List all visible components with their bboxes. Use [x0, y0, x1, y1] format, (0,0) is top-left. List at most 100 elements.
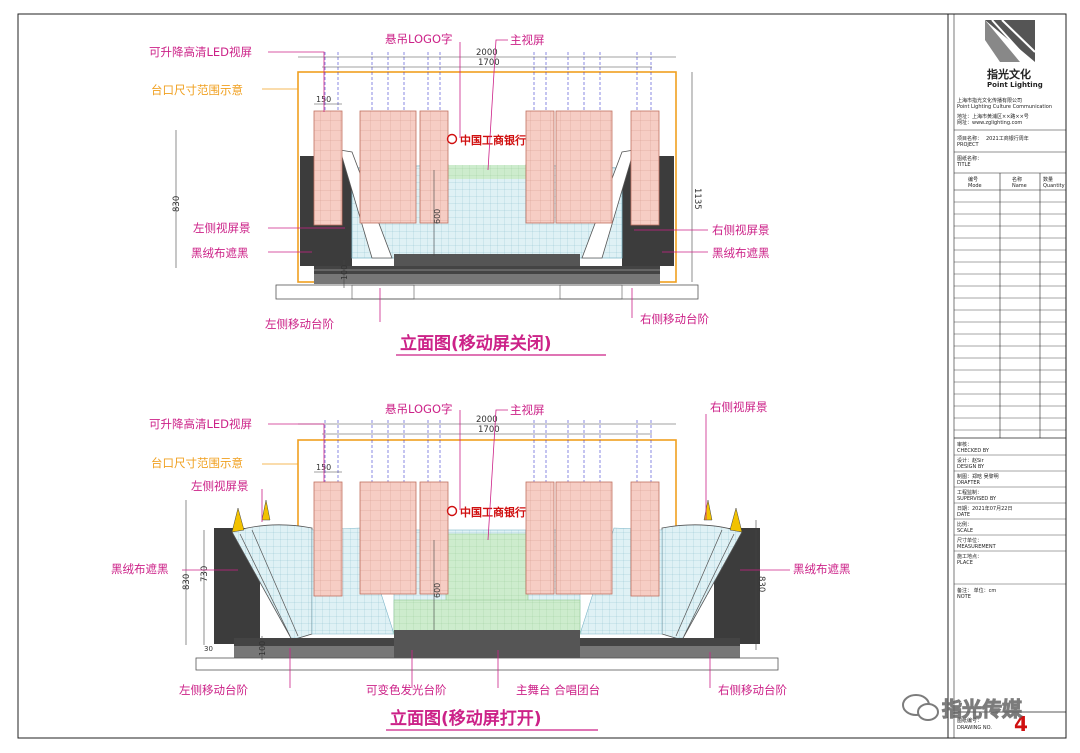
parts-table: 编号 Mode 名称 Name 数量 Quantity — [954, 173, 1066, 438]
company-cn: 上海市指光文化传播有限公司 — [957, 97, 1022, 104]
svg-text:DATE: DATE — [957, 512, 970, 518]
left-moving-steps — [234, 646, 394, 658]
svg-text:Mode: Mode — [968, 183, 982, 189]
label-logo-open: 悬吊LOGO字 — [385, 402, 453, 416]
dim-30: 30 — [204, 645, 213, 653]
label-right-screen-top: 右侧视屏景 — [710, 400, 768, 414]
table-header-name: 名称 — [1012, 176, 1022, 183]
svg-text:Name: Name — [1012, 183, 1027, 189]
brand-name: 指光文化 — [987, 67, 1031, 81]
elevation-closed-title: 立面图(移动屏关闭) — [400, 333, 552, 354]
drawing-no-en: DRAWING NO. — [957, 725, 992, 731]
field-place: 施工地点： — [957, 553, 982, 560]
main-stage-step — [394, 254, 580, 266]
dim-2000-open: 2000 — [476, 415, 498, 425]
label-left-screen: 左侧视屏景 — [193, 221, 251, 235]
label-main-screen-open: 主视屏 — [510, 403, 545, 417]
led-panels-open — [313, 481, 660, 597]
svg-text:Quantity: Quantity — [1043, 183, 1065, 189]
leader-lines-open — [182, 409, 790, 688]
bank-logo-text-open: 中国工商银行 — [460, 505, 526, 519]
field-scale: 比例： — [957, 521, 972, 528]
watermark-text: 指光传媒 — [942, 697, 1023, 721]
drawing-no-label: 图纸编号： — [957, 717, 982, 724]
title-block: 指光文化 Point Lighting 上海市指光文化传播有限公司 Point … — [947, 14, 1066, 738]
elevation-closed: 中国工商银行 2000 1700 150 830 1135 600 100 — [149, 32, 770, 356]
svg-text:NOTE: NOTE — [957, 594, 971, 600]
field-date: 日期：2021年07月22日 — [957, 505, 1012, 512]
brand-name-en: Point Lighting — [987, 81, 1043, 89]
svg-text:PLACE: PLACE — [957, 560, 973, 566]
label-left-screen-open: 左侧视屏景 — [191, 479, 249, 493]
dim-730: 730 — [200, 566, 210, 582]
drawing-number: 4 — [1014, 712, 1028, 736]
dim-100-open: 100 — [258, 641, 267, 656]
project-label: 项目名称： — [957, 135, 982, 142]
svg-text:DRAFTER: DRAFTER — [957, 480, 981, 486]
brand-logo-icon — [985, 19, 1036, 63]
field-checked: 审核： — [957, 441, 972, 448]
project-en: PROJECT — [957, 142, 980, 148]
project-name: 2021工商银行周年 — [986, 135, 1029, 142]
bank-logo: 中国工商银行 — [446, 133, 526, 147]
dim-1135: 1135 — [692, 188, 702, 210]
table-header-mode: 编号 — [968, 176, 978, 183]
company-website: 网址：www.zglighting.com — [957, 119, 1022, 126]
floor-line — [275, 284, 699, 300]
leader-lines — [268, 39, 708, 322]
dim-2000: 2000 — [476, 48, 498, 58]
field-measurement: 尺寸单位： — [957, 537, 982, 544]
floor-line-open — [195, 657, 779, 671]
led-panels — [313, 110, 660, 226]
label-logo: 悬吊LOGO字 — [385, 32, 453, 46]
dim-830: 830 — [172, 196, 182, 212]
top-green-panel — [448, 165, 526, 179]
field-design: 设计：赵Sir — [957, 457, 985, 464]
green-led-lower — [393, 599, 581, 635]
field-note: 备注： 单位：cm — [957, 587, 996, 594]
company-address: 地址：上海市黄浦区××路××号 — [957, 113, 1029, 120]
field-supervised: 工程监制： — [957, 489, 982, 496]
lower-step-2 — [314, 274, 660, 284]
svg-text:SCALE: SCALE — [957, 528, 973, 534]
watermark: 指光传媒 — [902, 694, 1023, 722]
label-right-black: 黑绒布遮黑 — [712, 246, 770, 260]
right-moving-steps — [580, 646, 740, 658]
title-block-fields: 审核： CHECKED BY 设计：赵Sir DESIGN BY 制图：郑晗 吴… — [957, 441, 1012, 600]
bank-logo-icon — [446, 133, 458, 145]
elevation-open-title: 立面图(移动屏打开) — [390, 708, 542, 729]
hanging-wires-open — [324, 420, 652, 482]
svg-text:CHECKED BY: CHECKED BY — [957, 448, 990, 454]
elevation-open: 中国工商银行 2000 1700 150 830 730 830 600 30 … — [111, 400, 851, 731]
dim-600-open: 600 — [433, 583, 442, 598]
label-left-steps-open: 左侧移动台阶 — [179, 683, 248, 697]
green-led-panel — [445, 533, 529, 606]
bank-logo-text: 中国工商银行 — [460, 133, 526, 147]
label-main-screen: 主视屏 — [510, 33, 545, 47]
dim-1700: 1700 — [478, 58, 500, 68]
dim-100: 100 — [340, 265, 349, 280]
label-right-steps-open: 右侧移动台阶 — [718, 683, 787, 697]
main-stage-step-open — [394, 630, 580, 640]
label-left-steps: 左侧移动台阶 — [265, 317, 334, 331]
svg-text:DESIGN BY: DESIGN BY — [957, 464, 985, 470]
dim-830-right: 830 — [756, 576, 766, 592]
label-left-black-open: 黑绒布遮黑 — [111, 562, 169, 576]
table-header-quantity: 数量 — [1043, 176, 1053, 183]
drawing-name-en: TITLE — [956, 162, 971, 168]
field-drafter: 制图：郑晗 吴黎明 — [957, 473, 999, 480]
label-right-screen: 右侧视屏景 — [712, 223, 770, 237]
glowing-steps — [394, 640, 580, 658]
dim-830-left: 830 — [182, 574, 192, 590]
hanging-wires — [324, 52, 652, 112]
label-stage-range: 台口尺寸范围示意 — [151, 83, 243, 97]
label-right-steps: 右侧移动台阶 — [640, 312, 709, 326]
dim-600: 600 — [433, 209, 442, 224]
label-main-stage: 主舞台 合唱团台 — [516, 683, 600, 697]
label-stage-range-open: 台口尺寸范围示意 — [151, 456, 243, 470]
label-led-screen: 可升降高清LED视屏 — [149, 45, 252, 59]
dim-1700-open: 1700 — [478, 425, 500, 435]
label-color-steps: 可变色发光台阶 — [366, 683, 447, 697]
sheet-border — [17, 13, 1067, 739]
